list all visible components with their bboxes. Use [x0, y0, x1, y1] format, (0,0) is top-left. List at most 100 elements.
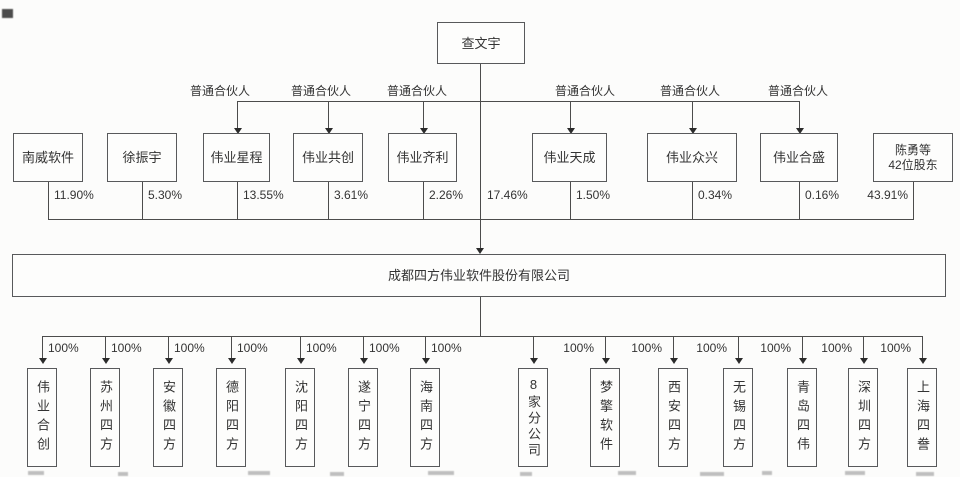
cropped-text-artifact: [28, 471, 44, 475]
subsidiary-percentage: 100%: [174, 341, 205, 355]
cropped-text-artifact: [2, 9, 13, 18]
connector-gp-drop: [423, 101, 424, 128]
arrowhead-subsidiary: [359, 358, 368, 364]
connector-subsidiary-drop: [105, 336, 106, 358]
connector-shareholder-drop: [799, 182, 800, 219]
connector-shareholder-bus: [48, 219, 914, 220]
ownership-percentage: 3.61%: [334, 188, 369, 202]
connector-subsidiary-drop: [168, 336, 169, 358]
cropped-text-artifact: [618, 471, 636, 475]
connector-subsidiary-drop: [363, 336, 364, 358]
node-subsidiary: 伟业合创: [27, 368, 57, 467]
ownership-percentage: 43.91%: [867, 188, 908, 202]
connector-shareholder-drop: [237, 182, 238, 219]
gp-partner-label: 普通合伙人: [554, 84, 616, 98]
subsidiary-percentage: 100%: [48, 341, 79, 355]
gp-partner-label: 普通合伙人: [189, 84, 251, 98]
arrowhead-subsidiary: [529, 358, 538, 364]
cropped-text-artifact: [916, 472, 934, 476]
connector-subsidiary-drop: [533, 336, 534, 358]
connector-subsidiary-drop: [802, 336, 803, 358]
connector-shareholder-drop: [913, 182, 914, 219]
node-shareholder: 陈勇等 42位股东: [873, 133, 953, 182]
connector-shareholder-drop: [423, 182, 424, 219]
connector-subsidiary-drop: [922, 336, 923, 358]
subsidiary-percentage: 100%: [821, 341, 852, 355]
connector-subsidiary-drop: [231, 336, 232, 358]
arrowhead-subsidiary: [101, 358, 110, 364]
node-shareholder: 伟业众兴: [647, 133, 737, 182]
subsidiary-percentage: 100%: [369, 341, 400, 355]
ownership-percentage: 0.34%: [698, 188, 733, 202]
cropped-text-artifact: [700, 472, 724, 476]
subsidiary-percentage: 100%: [563, 341, 594, 355]
node-subsidiary: 无锡四方: [723, 368, 753, 467]
node-subsidiary: 安徽四方: [153, 368, 183, 467]
cropped-text-artifact: [845, 471, 865, 475]
arrowhead-gp: [688, 128, 697, 134]
node-company: 成都四方伟业软件股份有限公司: [12, 254, 946, 297]
subsidiary-percentage: 100%: [237, 341, 268, 355]
node-shareholder: 徐振宇: [107, 133, 177, 182]
arrowhead-subsidiary: [859, 358, 868, 364]
node-subsidiary: 西安四方: [658, 368, 688, 467]
connector-gp-drop: [692, 101, 693, 128]
subsidiary-percentage: 100%: [880, 341, 911, 355]
arrowhead-gp: [419, 128, 428, 134]
cropped-text-artifact: [762, 471, 772, 475]
node-shareholder: 伟业齐利: [388, 133, 457, 182]
connector-subsidiary-drop: [425, 336, 426, 358]
connector-gp-drop: [570, 101, 571, 128]
cropped-text-artifact: [248, 471, 270, 475]
subsidiary-percentage: 100%: [431, 341, 462, 355]
arrowhead-subsidiary: [734, 358, 743, 364]
connector-shareholder-drop: [328, 182, 329, 219]
connector-subsidiary-drop: [42, 336, 43, 358]
node-shareholder: 南威软件: [13, 133, 83, 182]
connector-subsidiary-bus: [42, 336, 923, 337]
ownership-percentage: 1.50%: [576, 188, 611, 202]
node-subsidiary: 8家分公司: [518, 368, 548, 467]
arrowhead-subsidiary: [601, 358, 610, 364]
connector-gp-bus: [236, 101, 800, 102]
arrowhead-subsidiary: [38, 358, 47, 364]
gp-partner-label: 普通合伙人: [290, 84, 352, 98]
ownership-percentage: 0.16%: [805, 188, 840, 202]
connector-root-to-company: [480, 64, 481, 248]
connector-shareholder-drop: [692, 182, 693, 219]
arrowhead-subsidiary: [798, 358, 807, 364]
subsidiary-percentage: 100%: [696, 341, 727, 355]
subsidiary-percentage: 100%: [306, 341, 337, 355]
cropped-text-artifact: [428, 471, 454, 475]
root-direct-percentage: 17.46%: [487, 188, 528, 202]
arrowhead-gp: [233, 128, 242, 134]
ownership-percentage: 11.90%: [54, 188, 94, 202]
connector-shareholder-drop: [570, 182, 571, 219]
arrowhead-gp: [795, 128, 804, 134]
connector-subsidiary-drop: [738, 336, 739, 358]
node-shareholder: 伟业共创: [293, 133, 363, 182]
cropped-text-artifact: [330, 472, 344, 476]
connector-shareholder-drop: [142, 182, 143, 219]
gp-partner-label: 普通合伙人: [659, 84, 721, 98]
subsidiary-percentage: 100%: [111, 341, 142, 355]
arrowhead-into-company: [476, 248, 484, 254]
arrowhead-subsidiary: [918, 358, 927, 364]
node-subsidiary: 沈阳四方: [285, 368, 315, 467]
cropped-text-artifact: [520, 472, 532, 476]
connector-company-stem: [480, 297, 481, 336]
connector-subsidiary-drop: [673, 336, 674, 358]
cropped-text-artifact: [118, 472, 128, 476]
connector-subsidiary-drop: [300, 336, 301, 358]
gp-partner-label: 普通合伙人: [767, 84, 829, 98]
subsidiary-percentage: 100%: [760, 341, 791, 355]
ownership-percentage: 5.30%: [148, 188, 183, 202]
ownership-percentage: 13.55%: [243, 188, 284, 202]
subsidiary-percentage: 100%: [631, 341, 662, 355]
node-subsidiary: 遂宁四方: [348, 368, 378, 467]
connector-gp-drop: [328, 101, 329, 128]
connector-gp-drop: [237, 101, 238, 128]
node-subsidiary: 德阳四方: [216, 368, 246, 467]
connector-subsidiary-drop: [863, 336, 864, 358]
